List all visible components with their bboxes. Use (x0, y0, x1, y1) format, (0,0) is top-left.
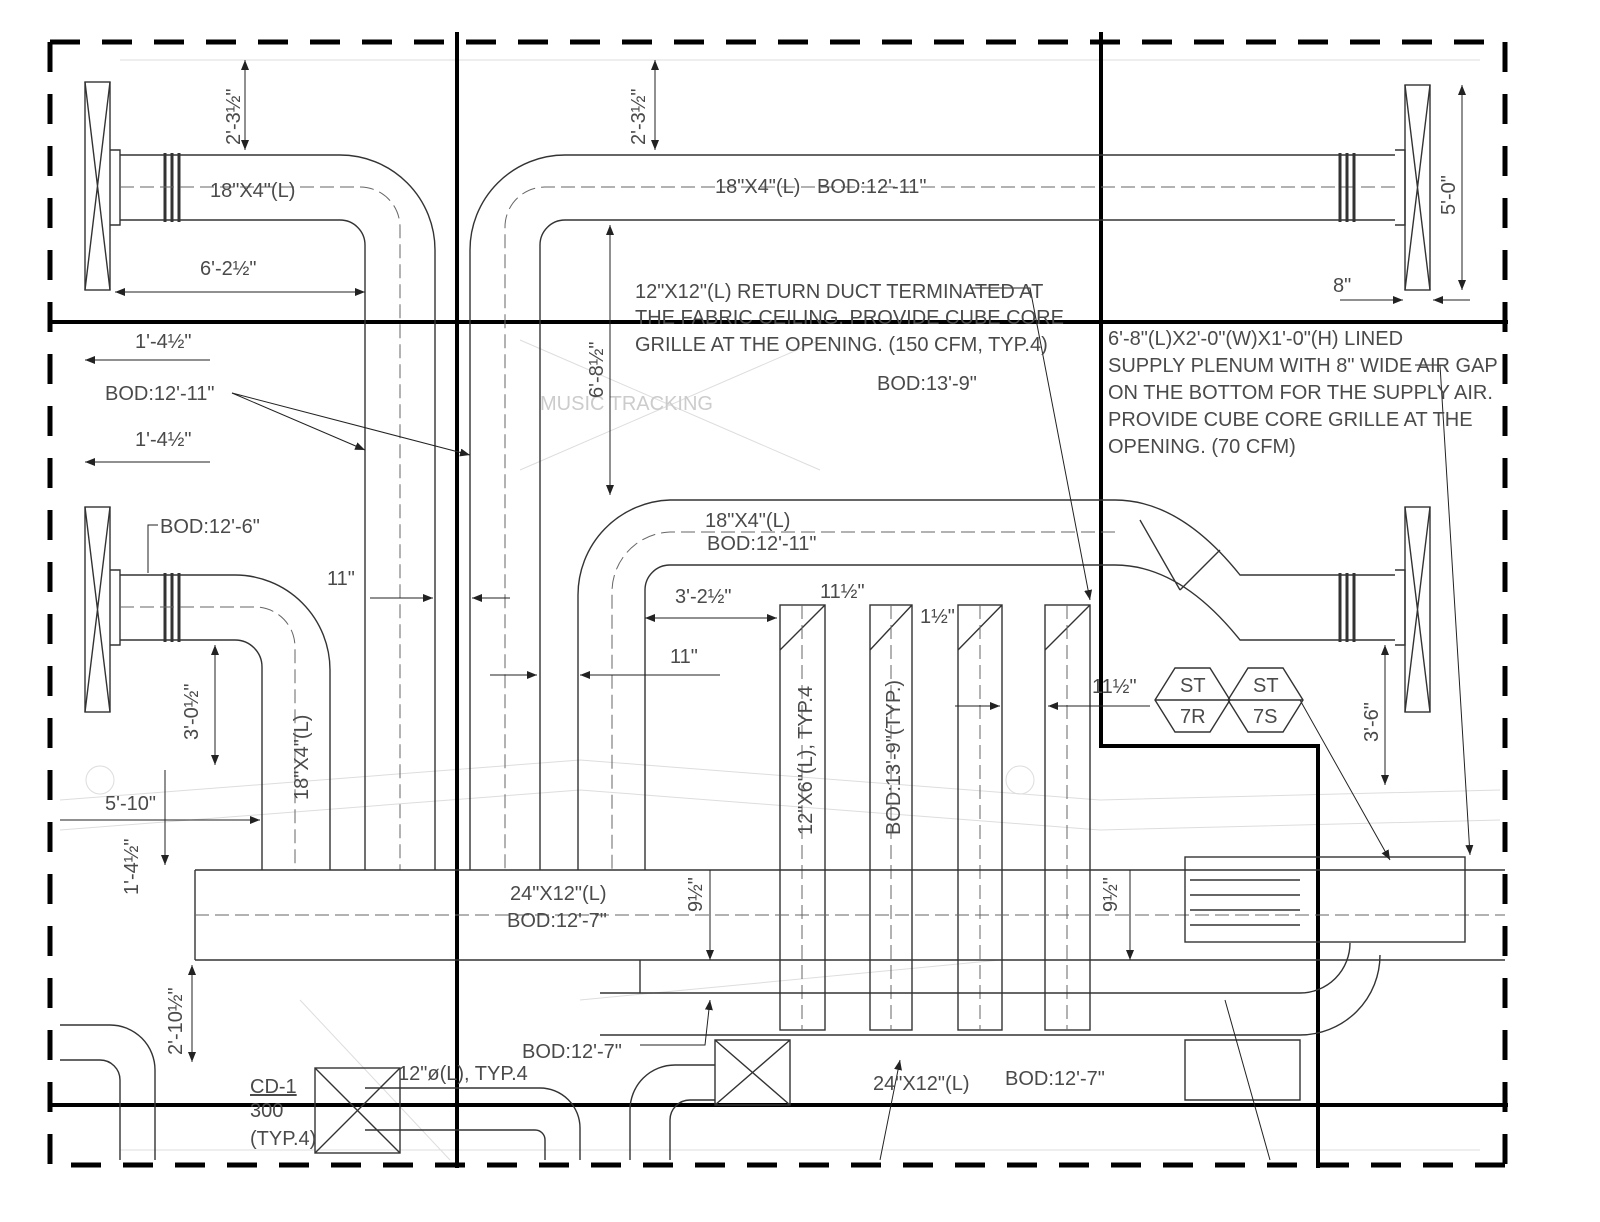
duct-size-label: 24"X12"(L) (873, 1073, 969, 1095)
bod-label: BOD:13'-9" (877, 373, 977, 395)
dim-label: 6'-8½" (586, 341, 608, 398)
note-plenum-line: ON THE BOTTOM FOR THE SUPPLY AIR. (1108, 382, 1493, 404)
ductwork (60, 81, 1505, 1160)
note-return-duct-line: 12"X12"(L) RETURN DUCT TERMINATED AT (635, 281, 1043, 303)
duct-size-label: 18"X4"(L) (210, 180, 295, 202)
bod-label: BOD:12'-7" (522, 1041, 622, 1063)
dim-label: 2'-3½" (223, 88, 245, 145)
dim-label: 1'-4½" (121, 838, 143, 895)
dim-label: 5'-10" (105, 793, 156, 815)
diffuser-typ: (TYP.4) (250, 1128, 316, 1150)
duct-size-label: 24"X12"(L) (510, 883, 606, 905)
duct-size-label: 12"X6"(L), TYP.4 (795, 686, 817, 835)
bod-label: BOD:12'-11" (707, 533, 816, 555)
dim-label: 9½" (1100, 877, 1122, 912)
dim-label: 5'-0" (1438, 175, 1460, 215)
note-plenum-line: SUPPLY PLENUM WITH 8" WIDE AIR GAP (1108, 355, 1498, 377)
match-lines (48, 32, 1508, 1168)
dimension-lines (60, 60, 1474, 1161)
dim-label: 1'-4½" (135, 331, 192, 353)
dim-label: 2'-10½" (165, 987, 187, 1055)
dim-label: 9½" (685, 877, 707, 912)
tag-top: ST (1180, 675, 1206, 697)
bg-room-label: MUSIC TRACKING (540, 393, 713, 415)
bod-label: BOD:12'-11" (105, 383, 214, 405)
dim-label: 2'-3½" (628, 88, 650, 145)
duct-size-label: 18"X4"(L) (291, 715, 313, 800)
background-architecture: MUSIC TRACKING (59, 59, 1501, 1161)
tag-bottom: 7S (1253, 706, 1277, 728)
duct-size-label: 18"X4"(L) BOD:12'-11" (715, 176, 927, 198)
equipment-tag-st-7s: ST 7S (1227, 667, 1304, 733)
drawing-boundary (47, 39, 1508, 1168)
dim-label: 11½" (1092, 676, 1137, 698)
dim-label: 8" (1333, 275, 1351, 297)
diffuser-cfm: 300 (250, 1100, 283, 1122)
dim-label: 11" (670, 646, 698, 668)
bod-label: BOD:12'-7" (1005, 1068, 1105, 1090)
annotations: 2'-3½" 2'-3½" 18"X4"(L) 18"X4"(L) BOD:12… (105, 88, 1498, 1150)
dim-label: 6'-2½" (200, 258, 257, 280)
dim-label: 1½" (920, 606, 955, 628)
dim-label: 11" (327, 568, 355, 590)
bod-label: BOD:12'-6" (160, 516, 260, 538)
dim-label: 3'-2½" (675, 586, 732, 608)
tag-bottom: 7R (1180, 706, 1206, 728)
bod-label: BOD:12'-7" (507, 910, 607, 932)
note-plenum-line: OPENING. (70 CFM) (1108, 436, 1296, 458)
diffuser-tag: CD-1 (250, 1076, 297, 1098)
note-return-duct-line: THE FABRIC CEILING. PROVIDE CUBE CORE (635, 307, 1064, 329)
dim-label: 3'-0½" (181, 683, 203, 740)
note-return-duct-line: GRILLE AT THE OPENING. (150 CFM, TYP.4) (635, 334, 1048, 356)
dim-label: 1'-4½" (135, 429, 192, 451)
duct-size-label: 12"ø(L), TYP.4 (398, 1063, 528, 1085)
note-plenum-line: PROVIDE CUBE CORE GRILLE AT THE (1108, 409, 1473, 431)
dim-label: 3'-6" (1361, 702, 1383, 742)
equipment-tag-st-7r: ST 7R (1154, 667, 1231, 733)
dim-label: 11½" (820, 581, 865, 603)
duct-size-label: 18"X4"(L) (705, 510, 790, 532)
note-plenum-line: 6'-8"(L)X2'-0"(W)X1'-0"(H) LINED (1108, 328, 1403, 350)
bod-label: BOD:13'-9"(TYP.) (883, 680, 905, 835)
tag-top: ST (1253, 675, 1279, 697)
